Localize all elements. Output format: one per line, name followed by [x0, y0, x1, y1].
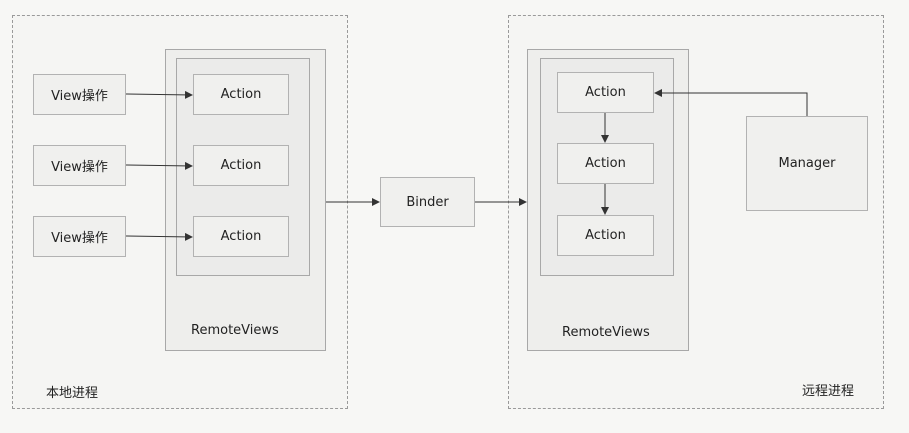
view-op-box-2: View操作 [33, 145, 126, 186]
view-op-box-1: View操作 [33, 74, 126, 115]
local-remoteviews-label: RemoteViews [191, 323, 279, 338]
remote-action-box-3: Action [557, 215, 654, 256]
remote-action-box-2: Action [557, 143, 654, 184]
manager-box: Manager [746, 116, 868, 211]
local-action-box-2: Action [193, 145, 289, 186]
local-process-title: 本地进程 [46, 386, 99, 401]
binder-box: Binder [380, 177, 475, 227]
remote-remoteviews-label: RemoteViews [562, 325, 650, 340]
remote-process-title: 远程进程 [802, 384, 855, 399]
local-action-box-1: Action [193, 74, 289, 115]
view-op-box-3: View操作 [33, 216, 126, 257]
local-action-box-3: Action [193, 216, 289, 257]
remote-action-box-1: Action [557, 72, 654, 113]
